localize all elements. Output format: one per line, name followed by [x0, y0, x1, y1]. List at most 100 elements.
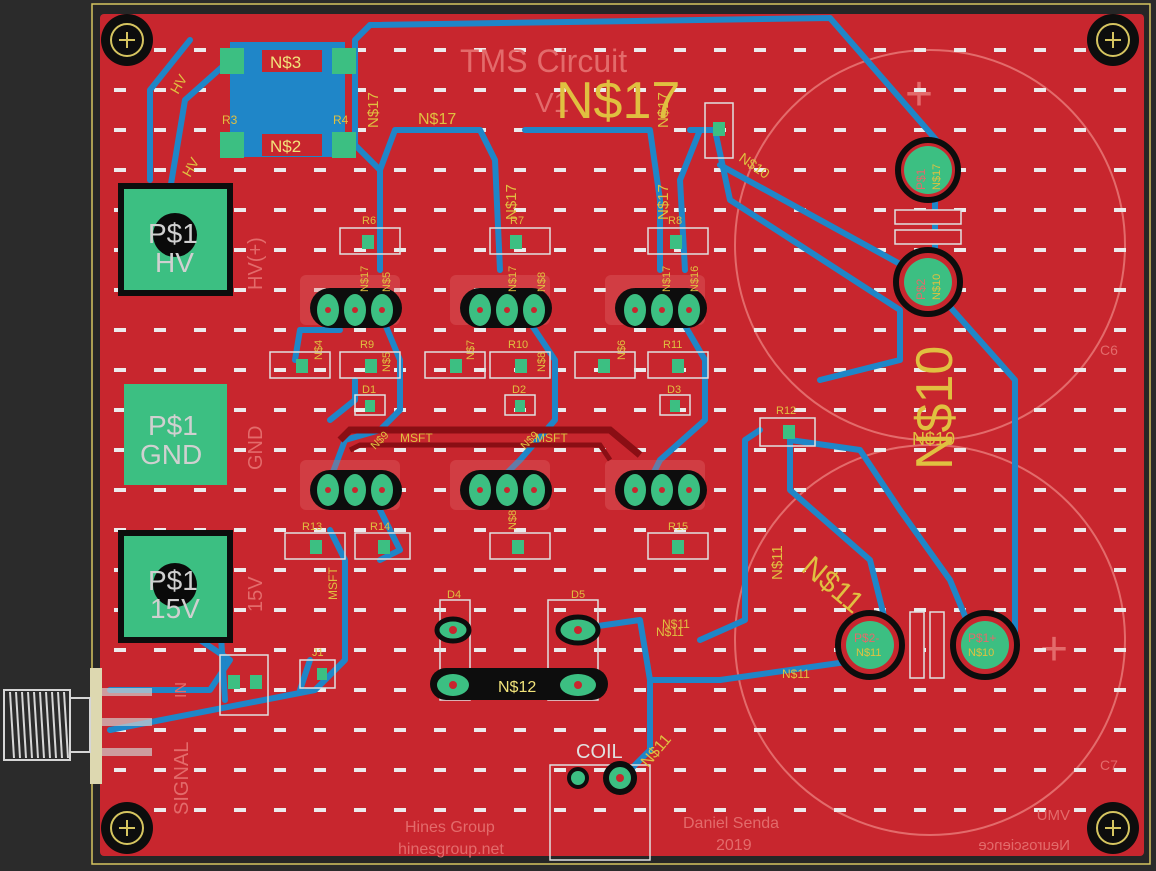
via-dash — [594, 728, 606, 732]
via-dash — [1114, 488, 1126, 492]
via-dash — [474, 448, 486, 452]
mount-hole-pad — [110, 23, 144, 57]
refdes-d3: D3 — [667, 384, 681, 396]
label-n8: N$8 — [536, 272, 548, 292]
via-dash — [674, 688, 686, 692]
via-dash — [1114, 208, 1126, 212]
sma-thread — [45, 691, 51, 759]
via-dash — [714, 688, 726, 692]
via-dash — [594, 208, 606, 212]
via-dash — [514, 168, 526, 172]
mosfet-pad-hole — [504, 307, 510, 313]
sma-thread — [51, 691, 57, 759]
via-dash — [954, 528, 966, 532]
label-n17-v1: N$17 — [503, 184, 520, 220]
via-dash — [874, 208, 886, 212]
via-dash — [234, 488, 246, 492]
via-dash — [634, 568, 646, 572]
via-dash — [874, 528, 886, 532]
via-dash — [194, 128, 206, 132]
via-dash — [194, 728, 206, 732]
via-dash — [514, 88, 526, 92]
via-dash — [354, 528, 366, 532]
via-dash — [474, 88, 486, 92]
refdes-r13: R13 — [302, 521, 322, 533]
capacitor-c6-outline — [734, 49, 1126, 441]
via-dash — [874, 808, 886, 812]
via-dash — [674, 48, 686, 52]
via-dash — [154, 48, 166, 52]
via-dash — [154, 368, 166, 372]
mosfet-pad-hole — [325, 487, 331, 493]
via-dash — [154, 728, 166, 732]
via-dash — [274, 328, 286, 332]
via-dash — [474, 608, 486, 612]
via-dash — [674, 328, 686, 332]
via-dash — [1114, 608, 1126, 612]
via-dash — [274, 368, 286, 372]
via-dash — [274, 448, 286, 452]
via-dash — [274, 808, 286, 812]
org-url: hinesgroup.net — [398, 841, 504, 858]
via-dash — [594, 288, 606, 292]
via-dash — [274, 608, 286, 612]
via-dash — [634, 688, 646, 692]
via-dash — [1034, 248, 1046, 252]
via-dash — [474, 48, 486, 52]
via-dash — [914, 528, 926, 532]
via-dash — [794, 368, 806, 372]
via-dash — [1074, 688, 1086, 692]
via-dash — [874, 328, 886, 332]
via-dash — [634, 728, 646, 732]
via-dash — [994, 368, 1006, 372]
via-dash — [754, 608, 766, 612]
via-dash — [834, 248, 846, 252]
via-dash — [874, 288, 886, 292]
via-dash — [634, 208, 646, 212]
via-dash — [274, 288, 286, 292]
via-dash — [594, 608, 606, 612]
via-dash — [154, 128, 166, 132]
via-dash — [594, 408, 606, 412]
via-dash — [754, 768, 766, 772]
via-dash — [1074, 368, 1086, 372]
refdes-r14: R14 — [370, 521, 390, 533]
via-dash — [674, 448, 686, 452]
via-dash — [714, 528, 726, 532]
refdes-r9: R9 — [360, 339, 374, 351]
via-dash — [994, 288, 1006, 292]
via-dash — [994, 408, 1006, 412]
via-dash — [194, 768, 206, 772]
via-dash — [1074, 808, 1086, 812]
via-dash — [434, 208, 446, 212]
refdes-r3: R3 — [222, 113, 238, 127]
via-dash — [874, 88, 886, 92]
via-dash — [194, 648, 206, 652]
via-dash — [714, 448, 726, 452]
via-dash — [554, 768, 566, 772]
via-dash — [354, 448, 366, 452]
via-dash — [874, 568, 886, 572]
via-dash — [634, 168, 646, 172]
via-dash — [354, 208, 366, 212]
via-dash — [474, 248, 486, 252]
label-n17-v4: N$17 — [507, 266, 519, 292]
connector-15v-ref: P$1 — [148, 565, 198, 596]
via-dash — [1114, 648, 1126, 652]
via-dash — [394, 808, 406, 812]
cap-c7-pads — [835, 610, 1020, 680]
via-dash — [234, 208, 246, 212]
connector-hv-hole — [153, 213, 197, 257]
via-dash — [514, 808, 526, 812]
via-dash — [434, 288, 446, 292]
via-dash — [754, 728, 766, 732]
via-dash — [554, 248, 566, 252]
via-dash — [634, 528, 646, 532]
via-dash — [274, 248, 286, 252]
via-dash — [914, 608, 926, 612]
label-n6: N$6 — [616, 340, 628, 360]
connector-15v-hole — [153, 563, 197, 607]
via-dash — [514, 728, 526, 732]
via-dash — [114, 448, 126, 452]
via-dash — [634, 768, 646, 772]
